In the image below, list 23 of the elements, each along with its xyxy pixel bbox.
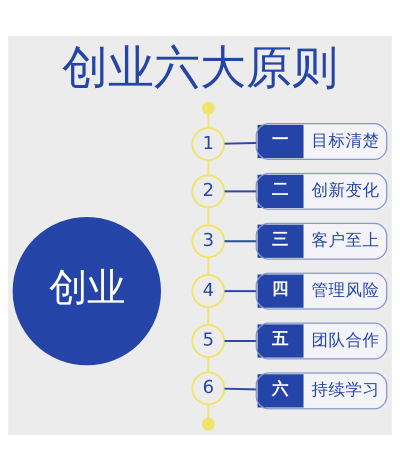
node-circle: 6 xyxy=(191,370,226,405)
node-circle xyxy=(202,417,215,430)
connector xyxy=(224,290,256,292)
node-circle: 1 xyxy=(191,126,226,161)
node-circle: 4 xyxy=(191,274,226,308)
connector xyxy=(207,207,210,224)
connector xyxy=(224,190,256,192)
connector xyxy=(207,160,210,175)
connector xyxy=(207,306,210,324)
connector xyxy=(207,114,210,128)
connector xyxy=(224,340,256,342)
node-circle: 3 xyxy=(191,224,226,258)
connector xyxy=(224,240,256,242)
connector xyxy=(207,404,210,418)
connector xyxy=(207,356,210,372)
node-circle: 2 xyxy=(191,174,226,208)
connector xyxy=(224,387,256,390)
node-circle: 创业 xyxy=(12,216,161,365)
diagram-title: 创业六大原则 xyxy=(62,40,338,94)
connector xyxy=(224,142,256,144)
node-circle: 5 xyxy=(191,324,226,358)
connector xyxy=(207,256,210,274)
node-circle xyxy=(202,101,215,114)
